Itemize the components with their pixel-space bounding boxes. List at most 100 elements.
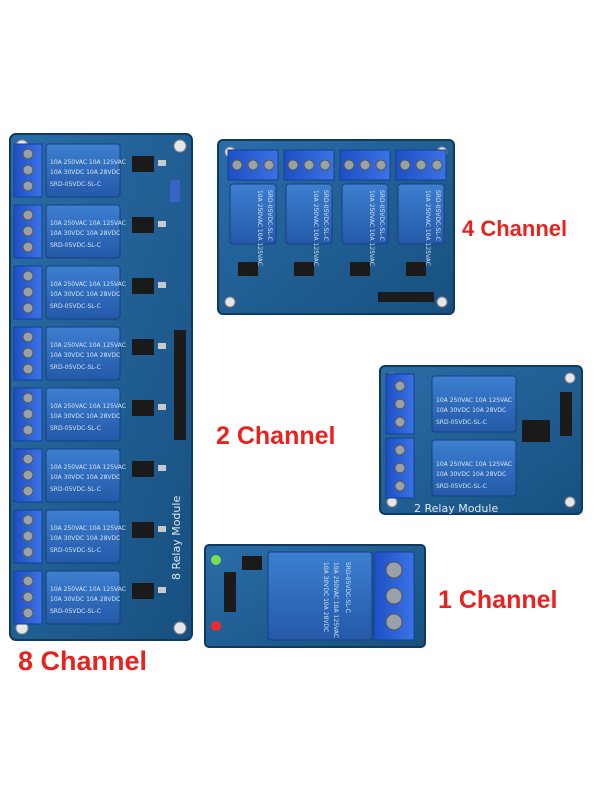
- relay-rating-text: 10A 250VAC 10A 125VAC: [50, 159, 126, 166]
- screw-icon: [263, 159, 275, 171]
- optocoupler: [238, 262, 258, 276]
- screw-icon: [303, 159, 315, 171]
- resistor: [158, 526, 166, 532]
- relay: [45, 387, 121, 442]
- relay-rating-text: 10A 250VAC 10A 125VAC: [50, 586, 126, 593]
- relay-model-text: SRD-05VDC-SL-C: [50, 242, 101, 249]
- relay-model-text: SRD-05VDC-SL-C: [344, 562, 351, 613]
- screw-icon: [394, 416, 406, 428]
- screw-icon: [22, 270, 34, 282]
- relay-rating-text-2: 10A 30VDC 10A 28VDC: [50, 291, 120, 298]
- screw-icon: [394, 398, 406, 410]
- label-8-channel: 8 Channel: [18, 646, 148, 676]
- relay-rating-text: 10A 250VAC 10A 125VAC: [424, 190, 431, 266]
- resistor: [158, 160, 166, 166]
- optocoupler: [132, 400, 154, 416]
- relay-rating-text-2: 10A 30VDC 10A 28VDC: [50, 352, 120, 359]
- relay: [45, 265, 121, 320]
- relay-rating-text: 10A 250VAC 10A 125VAC: [50, 342, 126, 349]
- board-8-channel: 10A 250VAC 10A 125VAC 10A 30VDC 10A 28VDC…: [9, 133, 193, 641]
- screw-icon: [22, 546, 34, 558]
- relay: [229, 183, 277, 245]
- relay-rating-text: 10A 250VAC 10A 125VAC: [368, 190, 375, 266]
- relay-rating-text-2: 10A 30VDC 10A 28VDC: [436, 407, 506, 414]
- relay: [45, 204, 121, 259]
- screw-icon: [394, 444, 406, 456]
- relay: [45, 509, 121, 564]
- screw-icon: [22, 241, 34, 253]
- relay-rating-text: 10A 250VAC 10A 125VAC: [50, 281, 126, 288]
- resistor: [158, 465, 166, 471]
- screw-icon: [22, 392, 34, 404]
- optocoupler: [132, 156, 154, 172]
- board-2-channel: 10A 250VAC 10A 125VAC 10A 30VDC 10A 28VDC…: [379, 365, 583, 515]
- screw-icon: [431, 159, 443, 171]
- relay-model-text: SRD-05VDC-SL-C: [50, 303, 101, 310]
- relay-model-text: SRD-05VDC-SL-C: [50, 181, 101, 188]
- screw-icon: [394, 462, 406, 474]
- screw-icon: [22, 453, 34, 465]
- resistor: [158, 282, 166, 288]
- screw-icon: [394, 480, 406, 492]
- label-4-channel: 4 Channel: [462, 216, 568, 241]
- relay-rating-text-2: 10A 30VDC 10A 28VDC: [50, 230, 120, 237]
- relay-rating-text: 10A 250VAC 10A 125VAC: [50, 464, 126, 471]
- relay-rating-text-2: 10A 30VDC 10A 28VDC: [50, 596, 120, 603]
- board-2-silk: 2 Relay Module: [414, 502, 498, 515]
- relay: [45, 570, 121, 625]
- relay-rating-text-2: 10A 30VDC 10A 28VDC: [50, 169, 120, 176]
- optocoupler: [132, 583, 154, 599]
- screw-icon: [343, 159, 355, 171]
- screw-icon: [22, 514, 34, 526]
- screw-icon: [22, 363, 34, 375]
- relay-rating-text: 10A 250VAC 10A 125VAC: [312, 190, 319, 266]
- optocoupler: [350, 262, 370, 276]
- relay-rating-text-2: 10A 30VDC 10A 28VDC: [50, 474, 120, 481]
- relay: [397, 183, 445, 245]
- label-2-channel: 2 Channel: [216, 422, 336, 450]
- screw-icon: [22, 591, 34, 603]
- relay-model-text: SRD-05VDC-SL-C: [436, 483, 487, 490]
- resistor: [158, 587, 166, 593]
- optocoupler: [132, 461, 154, 477]
- relay: [45, 326, 121, 381]
- optocoupler: [132, 339, 154, 355]
- relay-rating-text-2: 10A 30VDC 10A 28VDC: [50, 413, 120, 420]
- relay-model-text: SRD-05VDC-SL-C: [50, 608, 101, 615]
- relay-model-text: SRD-05VDC-SL-C: [322, 190, 329, 241]
- screw-icon: [231, 159, 243, 171]
- screw-icon: [22, 148, 34, 160]
- relay-rating-text: 10A 250VAC 10A 125VAC: [50, 403, 126, 410]
- screw-icon: [22, 347, 34, 359]
- screw-icon: [375, 159, 387, 171]
- screw-icon: [22, 485, 34, 497]
- resistor: [158, 221, 166, 227]
- screw-icon: [415, 159, 427, 171]
- screw-icon: [22, 607, 34, 619]
- optocoupler: [294, 262, 314, 276]
- relay-model-text: SRD-05VDC-SL-C: [378, 190, 385, 241]
- screw-icon: [394, 380, 406, 392]
- resistor: [158, 404, 166, 410]
- optocoupler: [406, 262, 426, 276]
- relay-model-text: SRD-05VDC-SL-C: [50, 425, 101, 432]
- screw-icon: [287, 159, 299, 171]
- screw-icon: [22, 424, 34, 436]
- screw-icon: [22, 180, 34, 192]
- relay-rating-text: 10A 250VAC 10A 125VAC: [436, 397, 512, 404]
- screw-icon: [22, 575, 34, 587]
- relay: [431, 439, 517, 497]
- screw-icon: [22, 209, 34, 221]
- relay-rating-text-2: 10A 30VDC 10A 28VDC: [436, 471, 506, 478]
- screw-icon: [22, 286, 34, 298]
- relay-model-text: SRD-05VDC-SL-C: [436, 419, 487, 426]
- relay-rating-text-2: 10A 30VDC 10A 28VDC: [50, 535, 120, 542]
- resistor: [158, 343, 166, 349]
- relay-model-text: SRD-05VDC-SL-C: [50, 486, 101, 493]
- relay-rating-text: 10A 250VAC 10A 125VAC: [332, 562, 339, 638]
- screw-icon: [22, 302, 34, 314]
- relay-rating-text: 10A 250VAC 10A 125VAC: [436, 461, 512, 468]
- screw-icon: [319, 159, 331, 171]
